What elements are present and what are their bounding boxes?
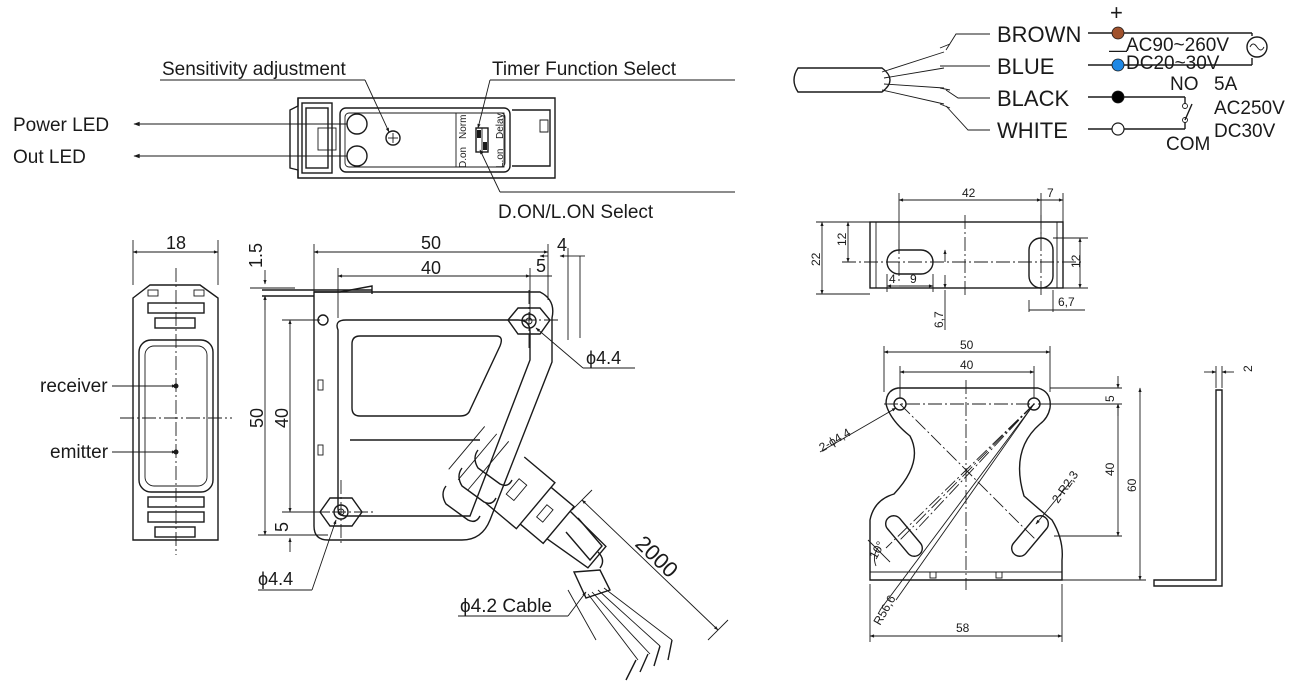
wire-blue-label: BLUE (997, 54, 1054, 79)
wire-white-label: WHITE (997, 118, 1068, 143)
front-view: 18 receiver emitter (40, 233, 232, 555)
minus-sign: — (1109, 40, 1127, 60)
side-width-dim: 50 (421, 233, 441, 253)
rating-ac-label: AC250V (1214, 98, 1285, 119)
hole-top-label: ϕ4.4 (586, 348, 621, 368)
switch-label-lon: L.on (495, 149, 506, 168)
bracket-main-view: 50 40 5 40 60 58 2-ϕ4,4 2-R2,3 10° R56,6 (817, 338, 1255, 642)
bracket-main-d50: 50 (960, 338, 974, 352)
com-label: COM (1166, 134, 1210, 155)
wire-brown-label: BROWN (997, 22, 1081, 47)
side-corner-dim: 4 (557, 235, 567, 255)
switch-label-norm: Norm (458, 115, 469, 139)
bracket-slot-right (1011, 515, 1049, 557)
side-view: 50 40 5 4 1.5 50 40 5 (246, 233, 729, 681)
bracket-side-profile: 2 (1153, 365, 1255, 587)
bracket-d67-bottom: 6,7 (932, 311, 946, 328)
side-top-offset-dim: 1.5 (246, 243, 266, 268)
bracket-d12-right: 12 (1069, 254, 1083, 268)
bracket-slot-radius-label: 2-R2,3 (1049, 468, 1081, 506)
black-terminal-dot (1111, 90, 1125, 104)
wire-black-label: BLACK (997, 86, 1069, 111)
bracket-d67-side: 6,7 (1058, 295, 1075, 309)
dc-range-label: DC20~30V (1126, 53, 1220, 74)
bracket-top-view: 42 7 12 22 4 9 6,7 12 6,7 (809, 186, 1088, 330)
blue-terminal-dot (1111, 58, 1125, 72)
bracket-radius-label: R56,6 (870, 592, 898, 627)
bracket-main-d40-side: 40 (1103, 462, 1117, 476)
out-led-label: Out LED (13, 147, 86, 168)
top-view: D.on Norm L.on Delay Sensitivity adjustm… (13, 59, 735, 223)
dip-switch[interactable] (475, 127, 489, 153)
brown-terminal-dot (1111, 26, 1125, 40)
power-led-label: Power LED (13, 115, 109, 136)
bracket-main-d60: 60 (1125, 478, 1139, 492)
bracket-d4: 4 (889, 272, 896, 286)
timer-label: Timer Function Select (492, 59, 677, 80)
plus-sign: + (1110, 0, 1123, 25)
ac-range-label: AC90~260V (1126, 35, 1229, 56)
wiring-diagram: BROWN BLUE BLACK WHITE + — AC90~260V DC2… (793, 0, 1285, 155)
side-inner-width-dim: 40 (421, 258, 441, 278)
sensitivity-knob[interactable] (385, 130, 401, 146)
bracket-d7: 7 (1047, 186, 1054, 200)
don-lon-label: D.ON/L.ON Select (498, 202, 654, 223)
hole-bottom-label: ϕ4.4 (258, 569, 293, 589)
bracket-main-d58: 58 (956, 621, 970, 635)
bracket-hole-label: 2-ϕ4,4 (817, 425, 854, 454)
ac-source-icon (1246, 36, 1268, 58)
switch-label-don: D.on (458, 147, 469, 168)
bracket-slot-left (885, 515, 923, 557)
rating-dc-label: DC30V (1214, 121, 1276, 142)
bracket-thickness-label: 2 (1241, 365, 1255, 372)
bracket-d42: 42 (962, 186, 976, 200)
sensitivity-label: Sensitivity adjustment (162, 59, 346, 80)
no-label: NO (1170, 74, 1199, 95)
emitter-label: emitter (50, 442, 109, 463)
bracket-main-d5: 5 (1103, 395, 1117, 402)
white-terminal-dot (1111, 122, 1125, 136)
bracket-d9: 9 (910, 272, 917, 286)
side-inner-height-dim: 40 (272, 408, 292, 428)
bracket-d12-left: 12 (835, 232, 849, 246)
side-hole-offset-dim: 5 (536, 256, 546, 276)
rating-current-label: 5A (1214, 74, 1238, 95)
cable-label: ϕ4.2 Cable (460, 596, 552, 617)
side-bottom-dim: 5 (272, 522, 292, 532)
bracket-main-d40: 40 (960, 358, 974, 372)
receiver-label: receiver (40, 376, 108, 397)
cable-length-dim: 2000 (631, 531, 684, 583)
bracket-d22: 22 (809, 252, 823, 266)
front-width-dim: 18 (166, 233, 186, 253)
side-height-dim: 50 (247, 408, 267, 428)
switch-label-delay: Delay (495, 113, 506, 139)
